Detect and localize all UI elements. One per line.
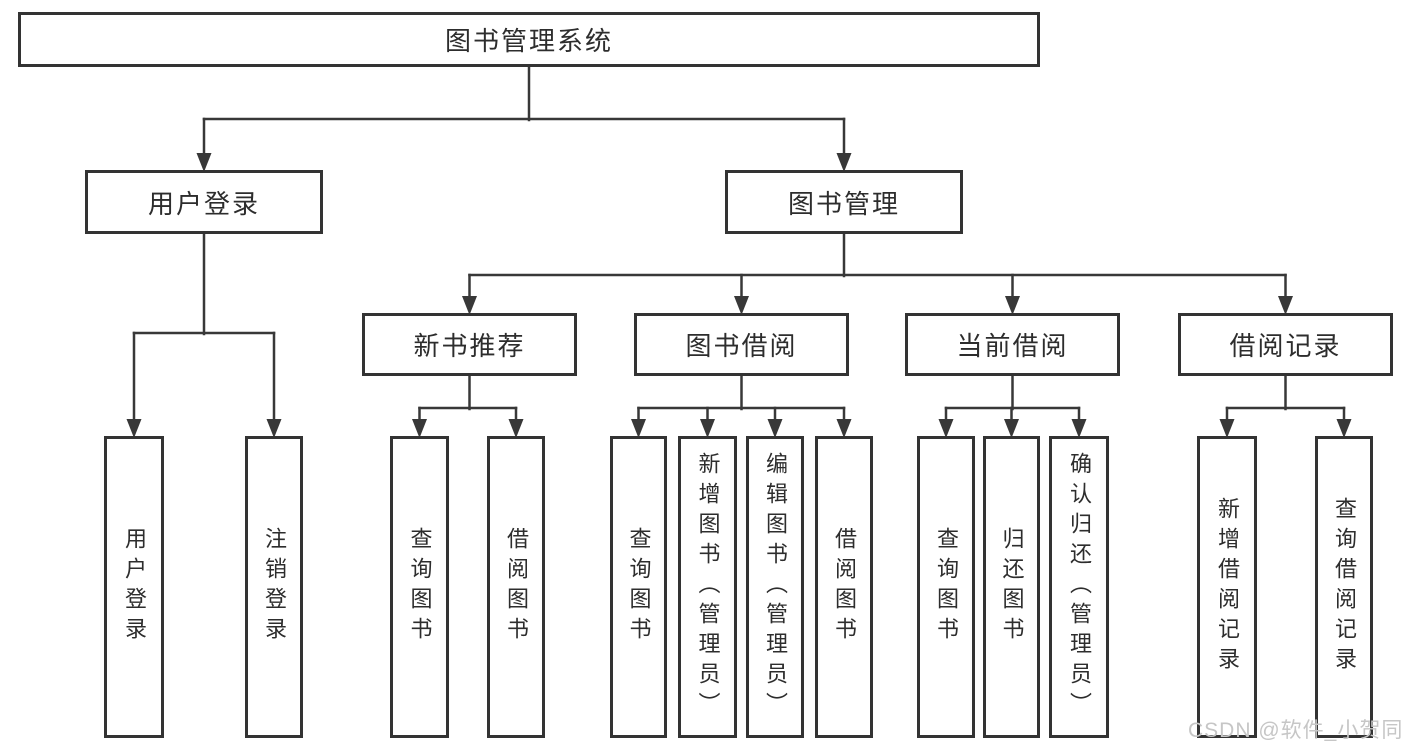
watermark: CSDN @软件_小贺同学: [1188, 719, 1404, 742]
node-current-borrowing: 当前借阅: [905, 313, 1120, 376]
leaf-records-add-borrow-record: 新增借阅记录: [1197, 436, 1257, 738]
node-user-login: 用户登录: [85, 170, 323, 234]
leaf-borrowing-query-books: 查询图书: [610, 436, 667, 738]
leaf-records-query-borrow-record: 查询借阅记录: [1315, 436, 1373, 738]
leaf-current-return-books: 归还图书: [983, 436, 1040, 738]
leaf-borrowing-borrow-books: 借阅图书: [815, 436, 873, 738]
node-borrowing-records: 借阅记录: [1178, 313, 1393, 376]
leaf-recommend-query-books: 查询图书: [390, 436, 449, 738]
leaf-recommend-borrow-books: 借阅图书: [487, 436, 545, 738]
leaf-current-query-books: 查询图书: [917, 436, 975, 738]
leaf-user-login: 用户登录: [104, 436, 164, 738]
leaf-logout: 注销登录: [245, 436, 303, 738]
node-root: 图书管理系统: [18, 12, 1040, 67]
node-book-management: 图书管理: [725, 170, 963, 234]
leaf-borrowing-add-books-admin: 新增图书（管理员）: [678, 436, 737, 738]
leaf-current-confirm-return-admin: 确认归还（管理员）: [1049, 436, 1109, 738]
node-book-borrowing: 图书借阅: [634, 313, 849, 376]
leaf-borrowing-edit-books-admin: 编辑图书（管理员）: [746, 436, 804, 738]
node-new-book-recommendation: 新书推荐: [362, 313, 577, 376]
